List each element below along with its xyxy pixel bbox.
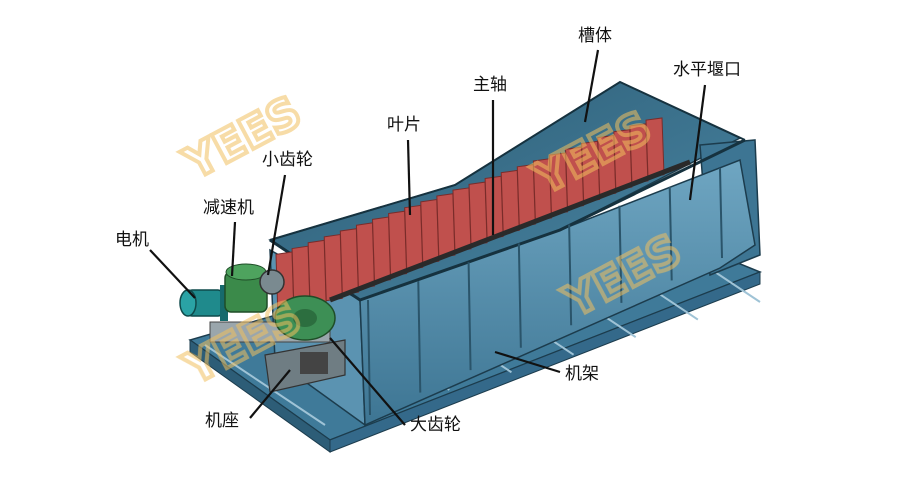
label-trough: 槽体: [578, 26, 612, 46]
leader-line: [494, 350, 561, 374]
leader-line: [688, 84, 707, 201]
leader-lines: [149, 49, 707, 426]
trough-rib: [618, 205, 623, 303]
label-main-shaft: 主轴: [473, 75, 507, 95]
trough-rib: [719, 167, 723, 259]
label-base: 机座: [205, 411, 239, 431]
spiral-blade: [629, 123, 649, 184]
spiral-blade: [339, 228, 359, 296]
trough-rib: [367, 299, 371, 416]
spiral-blade: [500, 169, 520, 234]
spiral-blade: [404, 204, 424, 271]
trough-rib: [568, 224, 573, 326]
label-blades: 叶片: [387, 115, 421, 135]
spiral-blade: [597, 134, 617, 196]
motor: [179, 285, 228, 321]
spiral-blade: [323, 233, 343, 302]
spiral-blade: [436, 193, 456, 258]
spiral-blade: [468, 181, 488, 246]
main-shaft: [329, 159, 691, 303]
spiral-blade: [372, 216, 392, 283]
leader-line: [329, 337, 406, 426]
leader-line: [266, 174, 287, 276]
pinion: [259, 269, 285, 295]
trough-rib: [467, 262, 472, 371]
leader-line: [230, 221, 237, 277]
spiral-blade: [645, 117, 665, 178]
watermark-top-left: YEES: [175, 87, 309, 191]
spiral-blade: [565, 146, 585, 209]
machine-base: [264, 339, 346, 393]
spiral-blade: [484, 175, 504, 240]
trough-rib: [417, 281, 422, 393]
spiral-blade: [581, 140, 601, 203]
label-reducer: 减速机: [203, 198, 254, 218]
label-weir: 水平堰口: [673, 60, 741, 80]
label-bull-gear: 大齿轮: [410, 415, 461, 435]
leader-line: [249, 369, 291, 419]
spiral-blade: [420, 198, 440, 265]
spiral-blades: [275, 117, 665, 320]
trough-rib: [517, 243, 522, 348]
leader-line: [149, 249, 196, 299]
label-frame: 机架: [565, 364, 599, 384]
spiral-blade: [388, 210, 408, 277]
spiral-blade: [548, 152, 568, 215]
spiral-blade: [613, 129, 633, 190]
frame-rung: [204, 344, 326, 426]
spiral-blade: [516, 164, 536, 227]
drive-assembly: [179, 263, 346, 393]
spiral-blade: [532, 158, 552, 221]
trough-rib: [668, 186, 673, 281]
label-motor: 电机: [115, 230, 149, 250]
spiral-blade: [452, 187, 472, 252]
bull-gear: [274, 295, 336, 341]
leader-line: [406, 139, 412, 216]
leader-line: [583, 49, 600, 123]
label-pinion: 小齿轮: [262, 150, 313, 170]
spiral-blade: [355, 222, 375, 289]
